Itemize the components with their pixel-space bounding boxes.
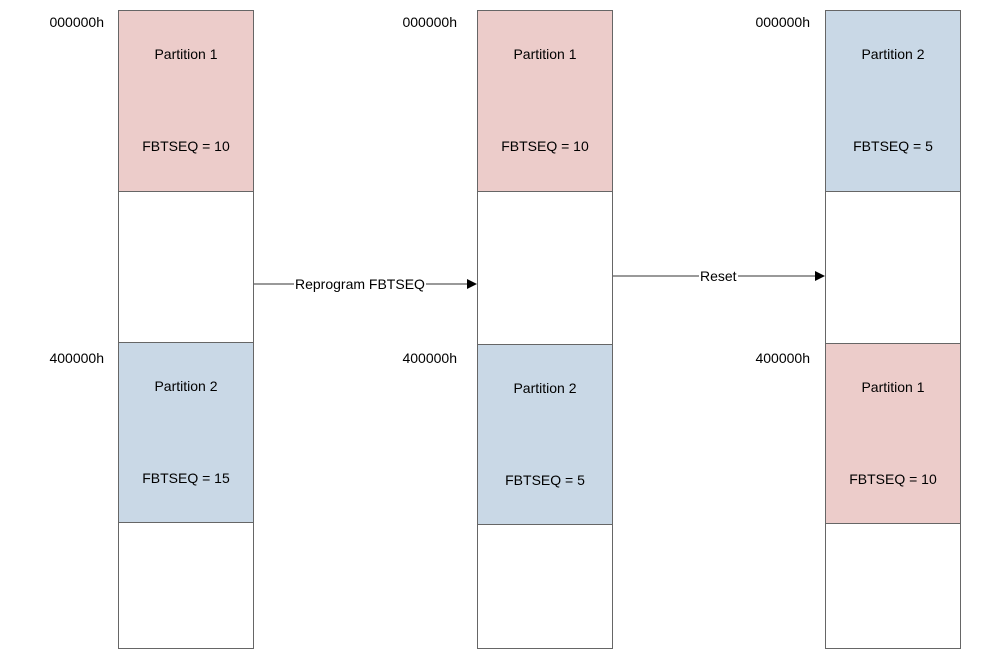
- partition-name: Partition 1: [861, 379, 925, 395]
- transition-label-reprogram: Reprogram FBTSEQ: [294, 276, 426, 292]
- address-label-mid: 400000h: [755, 350, 810, 366]
- partition-seq: FBTSEQ = 5: [505, 472, 585, 488]
- address-label-mid: 400000h: [49, 350, 104, 366]
- partition-seq: FBTSEQ = 10: [501, 138, 589, 154]
- memory-column: Partition 1 FBTSEQ = 10 Partition 2 FBTS…: [118, 10, 254, 649]
- arrow-head-icon: [815, 271, 825, 281]
- partition-name: Partition 2: [154, 378, 218, 394]
- partition-name: Partition 1: [154, 46, 218, 62]
- partition-name: Partition 1: [513, 46, 577, 62]
- address-label-top: 000000h: [755, 14, 810, 30]
- address-label-top: 000000h: [402, 14, 457, 30]
- partition-seq: FBTSEQ = 10: [849, 471, 937, 487]
- transition-label-reset: Reset: [699, 268, 738, 284]
- address-label-mid: 400000h: [402, 350, 457, 366]
- partition-name: Partition 2: [861, 46, 925, 62]
- memory-column: Partition 2 FBTSEQ = 5 Partition 1 FBTSE…: [825, 10, 961, 649]
- partition-block-top: Partition 2 FBTSEQ = 5: [826, 11, 960, 192]
- partition-block-bottom: Partition 1 FBTSEQ = 10: [826, 343, 960, 524]
- partition-seq: FBTSEQ = 15: [142, 470, 230, 486]
- address-label-top: 000000h: [49, 14, 104, 30]
- partition-seq: FBTSEQ = 5: [853, 138, 933, 154]
- partition-block-top: Partition 1 FBTSEQ = 10: [478, 11, 612, 192]
- partition-name: Partition 2: [513, 380, 577, 396]
- partition-block-bottom: Partition 2 FBTSEQ = 15: [119, 342, 253, 523]
- partition-block-top: Partition 1 FBTSEQ = 10: [119, 11, 253, 192]
- arrow-head-icon: [467, 279, 477, 289]
- memory-column: Partition 1 FBTSEQ = 10 Partition 2 FBTS…: [477, 10, 613, 649]
- partition-block-bottom: Partition 2 FBTSEQ = 5: [478, 344, 612, 525]
- partition-seq: FBTSEQ = 10: [142, 138, 230, 154]
